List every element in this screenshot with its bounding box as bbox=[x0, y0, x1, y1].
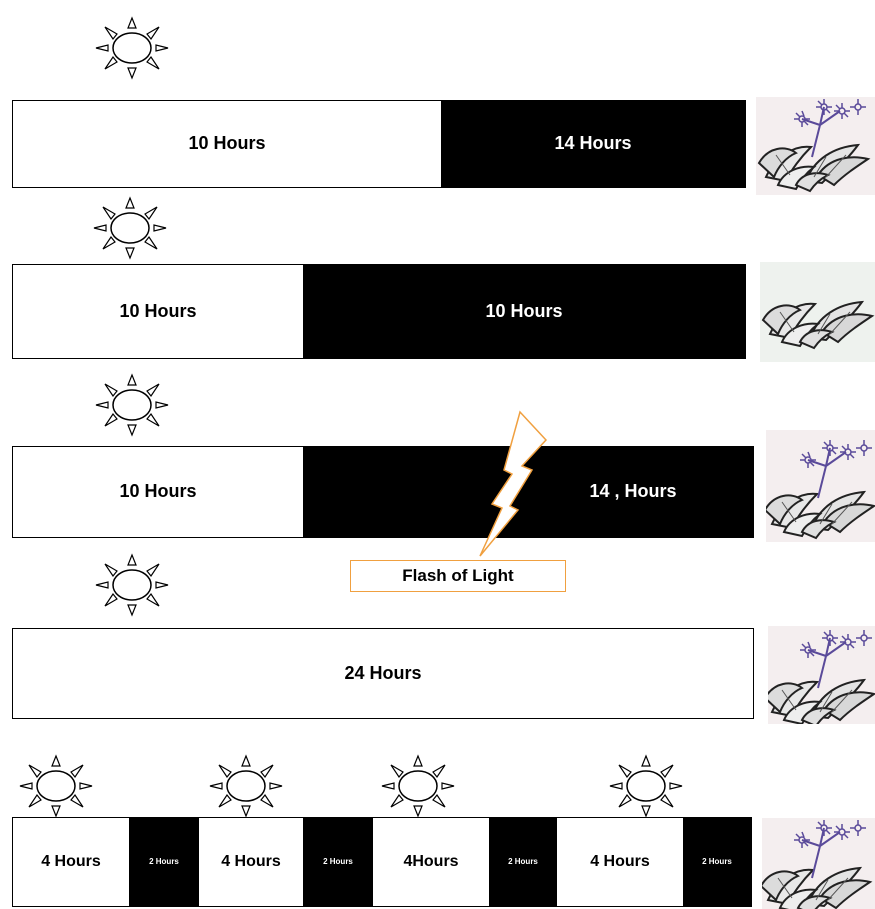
photoperiod-bar: 10 Hours 10 Hours bbox=[12, 264, 746, 359]
flowering-plant-image bbox=[766, 430, 875, 542]
flowering-plant-image bbox=[768, 626, 875, 724]
light-period: 10 Hours bbox=[13, 101, 441, 187]
leafy-plant-image bbox=[760, 262, 875, 362]
sun-icon bbox=[14, 754, 98, 818]
dark-period: 2 Hours bbox=[489, 818, 557, 906]
flowering-plant-image bbox=[756, 97, 875, 195]
light-period: 24 Hours bbox=[13, 629, 753, 718]
light-period: 4 Hours bbox=[13, 818, 129, 906]
sun-icon bbox=[376, 754, 460, 818]
photoperiod-bar: 24 Hours bbox=[12, 628, 754, 719]
sun-icon bbox=[204, 754, 288, 818]
dark-period: 2 Hours bbox=[303, 818, 373, 906]
dark-period: 2 Hours bbox=[129, 818, 199, 906]
sun-icon bbox=[90, 553, 174, 617]
lightning-bolt-icon bbox=[474, 410, 554, 560]
light-period: 4Hours bbox=[373, 818, 489, 906]
photoperiod-bar: 10 Hours 14 Hours bbox=[12, 100, 746, 188]
light-period: 10 Hours bbox=[13, 265, 303, 358]
sun-icon bbox=[90, 12, 174, 84]
dark-period: 14 Hours bbox=[441, 101, 745, 187]
flash-of-light-label: Flash of Light bbox=[350, 560, 566, 592]
light-period: 4 Hours bbox=[199, 818, 303, 906]
light-period: 4 Hours bbox=[557, 818, 683, 906]
flowering-plant-image bbox=[762, 818, 875, 909]
photoperiod-bar: 10 Hours 14 , Hours bbox=[12, 446, 754, 538]
sun-icon bbox=[90, 372, 174, 438]
sun-icon bbox=[88, 196, 172, 260]
sun-icon bbox=[604, 754, 688, 818]
dark-period: 10 Hours bbox=[303, 265, 745, 358]
photoperiod-bar: 4 Hours 2 Hours 4 Hours 2 Hours 4Hours 2… bbox=[12, 817, 752, 907]
dark-period: 2 Hours bbox=[683, 818, 751, 906]
light-period: 10 Hours bbox=[13, 447, 303, 537]
